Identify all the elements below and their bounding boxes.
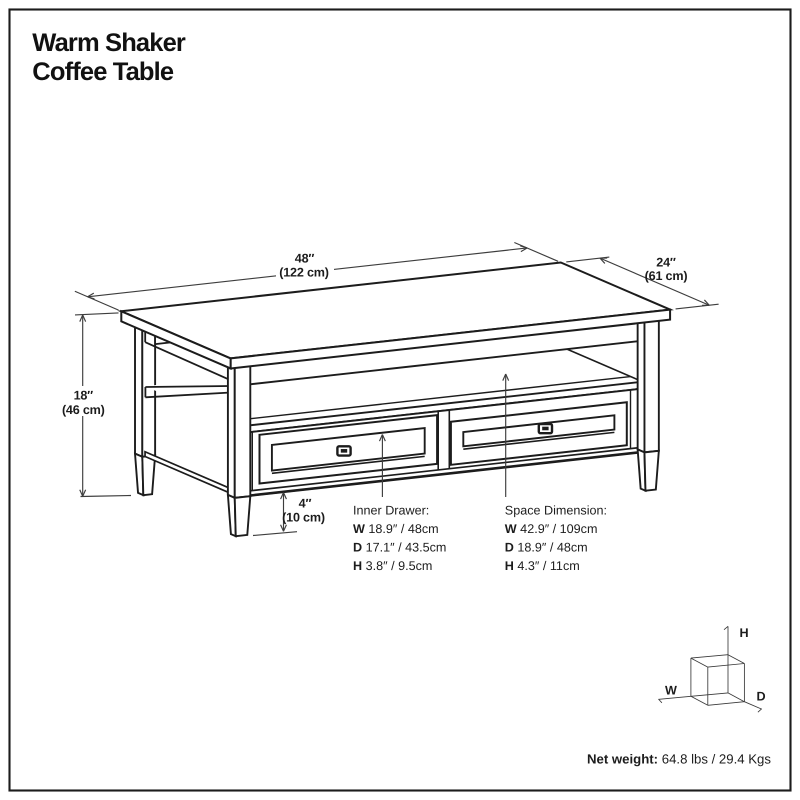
svg-text:24″: 24″ [656,256,676,270]
svg-text:W: W [665,684,677,698]
svg-text:W 42.9″ / 109cm: W 42.9″ / 109cm [505,522,598,536]
svg-text:(46 cm): (46 cm) [62,403,105,417]
svg-text:Net weight: 64.8 lbs / 29.4 Kg: Net weight: 64.8 lbs / 29.4 Kgs [587,752,771,767]
svg-text:Space Dimension:: Space Dimension: [505,504,607,518]
svg-text:(122 cm): (122 cm) [279,266,329,280]
svg-text:W 18.9″ / 48cm: W 18.9″ / 48cm [353,522,439,536]
svg-text:Inner Drawer:: Inner Drawer: [353,504,429,518]
svg-text:48″: 48″ [295,251,315,265]
svg-text:H 4.3″ / 11cm: H 4.3″ / 11cm [505,559,580,573]
svg-text:D: D [757,690,766,704]
svg-text:H 3.8″ / 9.5cm: H 3.8″ / 9.5cm [353,559,432,573]
svg-text:(61 cm): (61 cm) [645,269,688,283]
svg-text:D 17.1″ / 43.5cm: D 17.1″ / 43.5cm [353,541,446,555]
svg-text:Warm Shaker: Warm Shaker [32,29,186,57]
svg-text:Coffee Table: Coffee Table [32,58,174,86]
svg-text:D 18.9″ / 48cm: D 18.9″ / 48cm [505,541,588,555]
svg-text:H: H [740,626,749,640]
svg-text:4″: 4″ [299,496,312,510]
svg-text:18″: 18″ [74,389,94,403]
svg-text:(10 cm): (10 cm) [282,510,325,524]
